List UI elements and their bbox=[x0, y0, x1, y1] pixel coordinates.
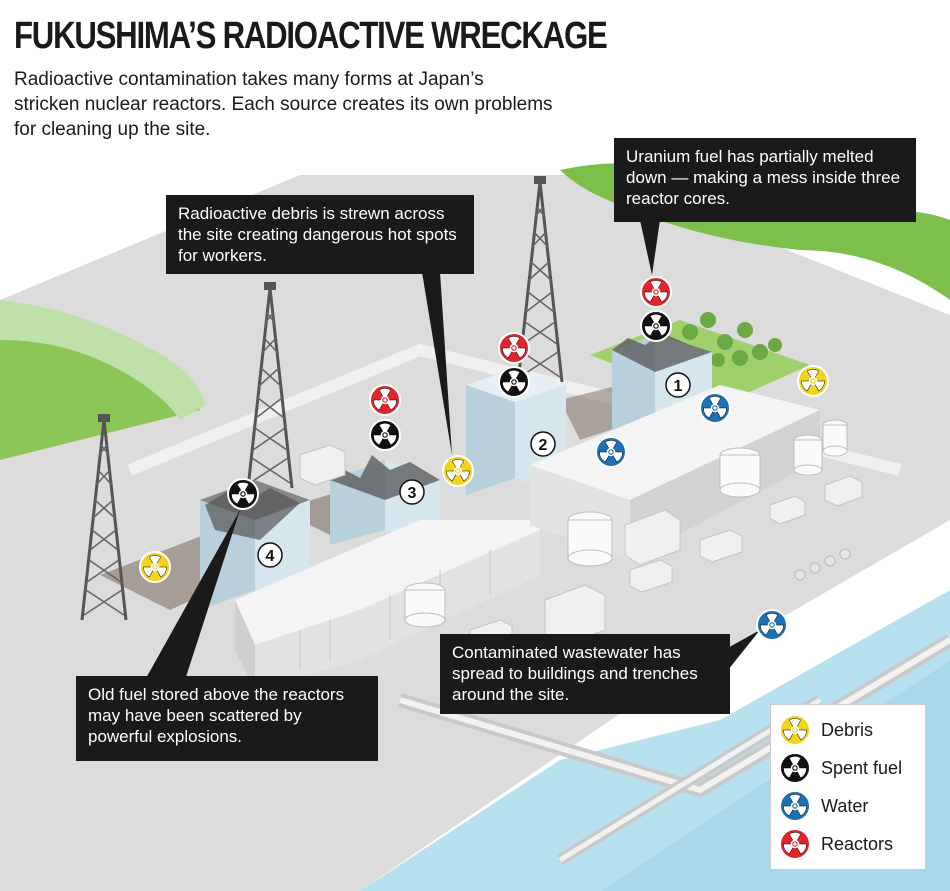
legend-label: Spent fuel bbox=[821, 757, 903, 778]
subtitle: Radioactive contamination takes many for… bbox=[14, 69, 553, 140]
intake-pumps bbox=[794, 548, 851, 581]
spent-fuel-hazard-icon bbox=[498, 366, 530, 398]
turbine-building-left bbox=[235, 520, 540, 690]
legend-label: Reactors bbox=[821, 833, 894, 854]
trees bbox=[682, 312, 782, 367]
reactor-label-3: 3 bbox=[399, 479, 425, 505]
svg-text:4: 4 bbox=[266, 548, 275, 565]
debris-hazard-icon bbox=[139, 551, 171, 583]
debris-hazard-icon bbox=[797, 365, 829, 397]
legend-item-spent-fuel: Spent fuel bbox=[779, 752, 903, 784]
legend-item-reactors: Reactors bbox=[779, 828, 894, 860]
callout-wastewater: Contaminated wastewater has spread to bu… bbox=[440, 634, 730, 714]
water-hazard-icon bbox=[699, 392, 731, 424]
spent-fuel-hazard-icon bbox=[779, 752, 811, 784]
legend-item-debris: Debris bbox=[779, 714, 874, 746]
legend-label: Water bbox=[821, 795, 869, 816]
legend-item-water: Water bbox=[779, 790, 869, 822]
reactor-label-1: 1 bbox=[665, 372, 691, 398]
legend: Debris Spent fuel Water Reactors bbox=[770, 704, 926, 870]
spent-fuel-hazard-icon bbox=[227, 478, 259, 510]
water-hazard-icon bbox=[595, 436, 627, 468]
water-hazard-icon bbox=[779, 790, 811, 822]
pointer-uranium bbox=[640, 220, 660, 275]
reactor-label-2: 2 bbox=[530, 431, 556, 457]
water-hazard-icon bbox=[756, 609, 788, 641]
svg-text:2: 2 bbox=[539, 437, 548, 454]
reactors-hazard-icon bbox=[640, 276, 672, 308]
reactors-hazard-icon bbox=[779, 828, 811, 860]
callout-debris: Radioactive debris is strewn across the … bbox=[166, 195, 474, 274]
debris-hazard-icon bbox=[442, 455, 474, 487]
spent-fuel-hazard-icon bbox=[369, 419, 401, 451]
reactor-label-4: 4 bbox=[257, 542, 283, 568]
callout-old-fuel: Old fuel stored above the reactors may h… bbox=[76, 676, 378, 761]
legend-label: Debris bbox=[821, 719, 874, 740]
spent-fuel-hazard-icon bbox=[640, 310, 672, 342]
pointer-debris bbox=[422, 272, 452, 455]
callout-uranium: Uranium fuel has partially melted down —… bbox=[614, 138, 916, 222]
svg-text:1: 1 bbox=[674, 378, 683, 395]
reactor-number-labels: 1 2 3 4 bbox=[257, 372, 691, 568]
storage-tanks bbox=[404, 419, 848, 628]
reactors-hazard-icon bbox=[498, 332, 530, 364]
reactors-hazard-icon bbox=[369, 384, 401, 416]
pointer-old-fuel bbox=[145, 510, 240, 680]
svg-text:3: 3 bbox=[408, 485, 417, 502]
debris-hazard-icon bbox=[779, 714, 811, 746]
page-title: FUKUSHIMA’S RADIOACTIVE WRECKAGE bbox=[14, 15, 608, 57]
